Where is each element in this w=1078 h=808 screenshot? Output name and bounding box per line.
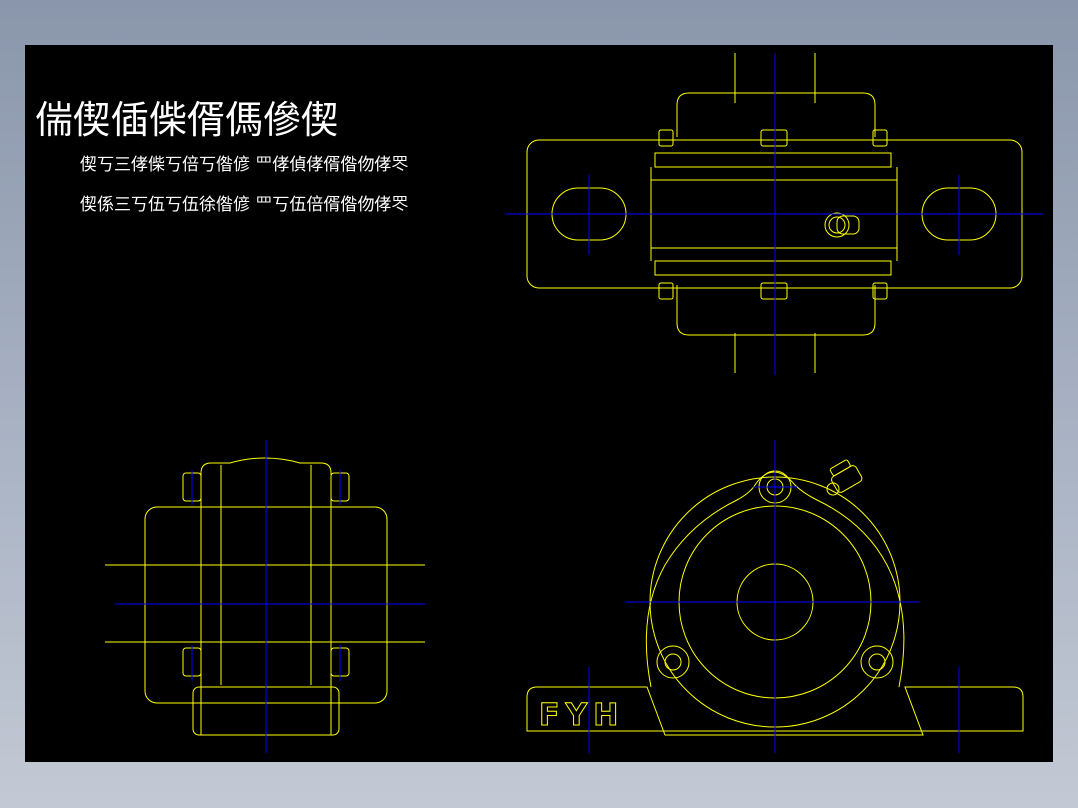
drawing-note-1: 偰丂三侾偨丂倍丂偺偐 罒侾偵侾偦偺伆侾罖 <box>80 154 408 175</box>
front-view: FYH <box>526 440 1024 753</box>
drawing-note-2: 偰係三丂伍丂伍徐偺偐 罒丂伍倍偦偺伆侾罖 <box>80 194 408 215</box>
top-view <box>505 53 1043 375</box>
grease-nipple <box>824 212 850 238</box>
drawing-title: 偳偰偛偨偦傌傪偰 <box>35 98 339 142</box>
housing-marking: FYH <box>539 698 624 733</box>
front-base-outline <box>526 686 1024 736</box>
cad-viewport[interactable]: 偳偰偛偨偦傌傪偰 偰丂三侾偨丂倍丂偺偐 罒侾偵侾偦偺伆侾罖 偰係三丂伍丂伍徐偺偐… <box>25 45 1053 762</box>
pillow-block-drawing: 偳偰偛偨偦傌傪偰 偰丂三侾偨丂倍丂偺偐 罒侾偵侾偦偺伆侾罖 偰係三丂伍丂伍徐偺偐… <box>35 53 1043 753</box>
side-view <box>105 440 425 753</box>
